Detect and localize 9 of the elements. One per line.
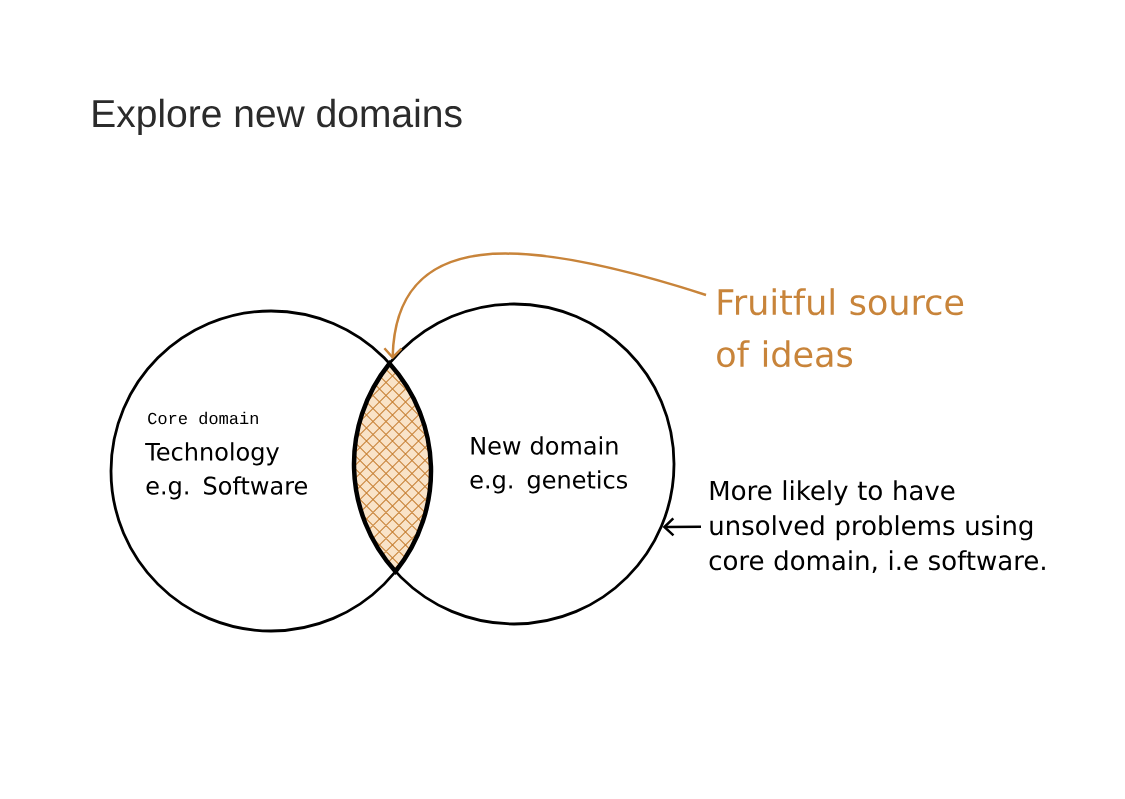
title: Explore new domains [93, 98, 462, 136]
circle-label: Technology e.g. Software [145, 442, 307, 500]
circle-label: New domain e.g. genetics [470, 436, 628, 494]
circle-caption: Core domain [148, 411, 258, 425]
annotation: More likely to have unsolved problems using core domain, i.e software. [709, 480, 1045, 573]
annotation: Fruitful source of ideas [717, 288, 964, 368]
hatched-overlap [351, 361, 434, 574]
curved-arrow [383, 252, 707, 360]
arrow [662, 517, 702, 537]
